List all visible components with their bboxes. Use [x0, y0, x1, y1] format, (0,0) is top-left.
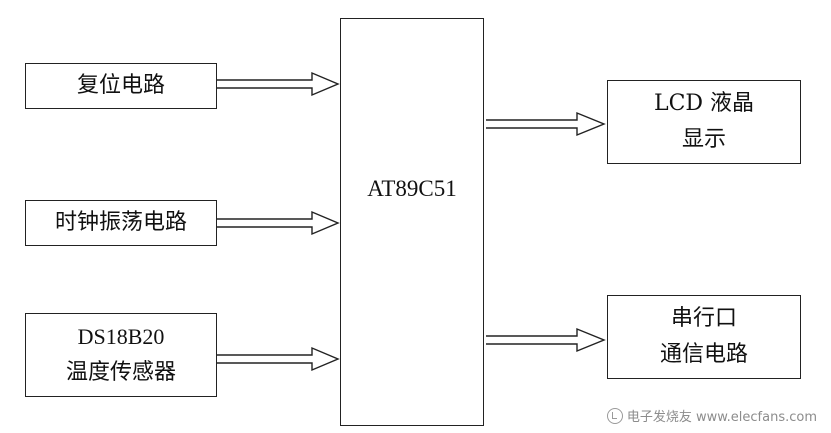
arrow-reset-to-mcu	[217, 71, 340, 97]
lcd-label-line1: LCD 液晶	[653, 91, 755, 116]
clock-oscillator-label: 时钟振荡电路	[54, 210, 187, 235]
watermark: 电子发烧友 www.elecfans.com	[606, 406, 817, 425]
sensor-type-label: 温度传感器	[65, 360, 176, 385]
watermark-text: 电子发烧友 www.elecfans.com	[626, 410, 817, 425]
clock-oscillator-block: 时钟振荡电路	[25, 200, 217, 246]
watermark-logo-icon	[606, 407, 623, 424]
reset-circuit-label: 复位电路	[76, 73, 165, 98]
reset-circuit-block: 复位电路	[25, 63, 217, 109]
lcd-label-line2: 显示	[681, 127, 726, 152]
sensor-model-label: DS18B20	[77, 324, 165, 349]
arrow-mcu-to-lcd	[486, 111, 606, 137]
lcd-display-block: LCD 液晶 显示	[607, 80, 801, 164]
arrow-clock-to-mcu	[217, 210, 340, 236]
arrow-sensor-to-mcu	[217, 346, 340, 372]
temperature-sensor-block: DS18B20 温度传感器	[25, 313, 217, 397]
serial-comm-block: 串行口 通信电路	[607, 295, 801, 379]
mcu-block	[340, 18, 484, 426]
arrow-mcu-to-serial	[486, 327, 606, 353]
mcu-label: AT89C51	[367, 176, 457, 201]
serial-label-line1: 串行口	[670, 306, 737, 331]
serial-label-line2: 通信电路	[659, 342, 748, 367]
